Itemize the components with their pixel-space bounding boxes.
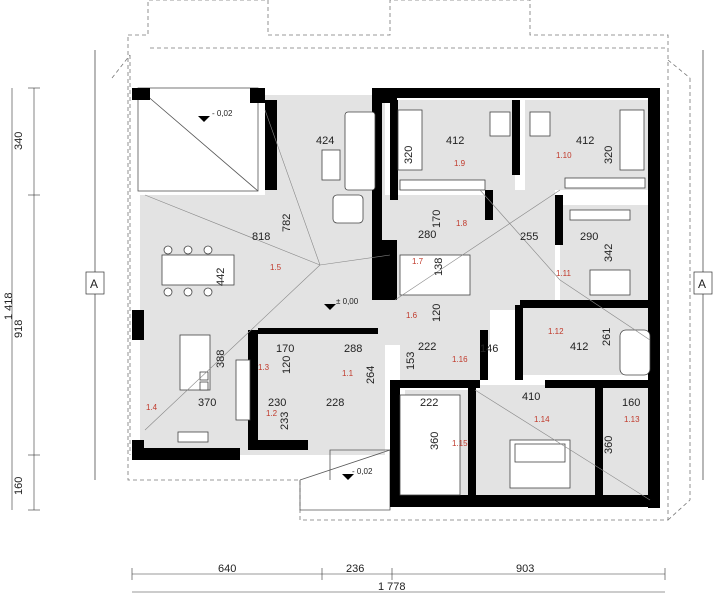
dim-230: 230 — [268, 397, 286, 409]
floor-fills — [140, 95, 655, 500]
room-1-5: 1.5 — [270, 263, 282, 272]
dim-120a: 120 — [431, 304, 443, 322]
dim-228: 228 — [326, 397, 344, 409]
dim-255: 255 — [520, 231, 538, 243]
dim-222b: 222 — [420, 397, 438, 409]
dim-412c: 412 — [570, 341, 588, 353]
hip-lines — [144, 109, 651, 501]
level-terrace: - 0,02 — [212, 109, 233, 118]
room-numbers: 1.1 1.2 1.3 1.4 1.5 1.6 1.7 1.8 1.9 1.10… — [146, 151, 640, 448]
room-1-13: 1.13 — [624, 415, 640, 424]
dim-360a: 360 — [429, 432, 441, 450]
level-main: ± 0,00 — [336, 297, 359, 306]
roof-outline — [111, 0, 691, 521]
dim-280: 280 — [418, 229, 436, 241]
dim-146: 146 — [480, 343, 498, 355]
bottom-dimensions — [131, 568, 666, 593]
dim-138: 138 — [433, 258, 445, 276]
furniture — [161, 109, 651, 496]
dim-233: 233 — [279, 412, 291, 430]
dim-342: 342 — [603, 244, 615, 262]
dim-290: 290 — [580, 231, 598, 243]
room-1-3: 1.3 — [258, 363, 270, 372]
section-label-right: A — [698, 277, 706, 291]
room-1-12: 1.12 — [548, 327, 564, 336]
room-1-7: 1.7 — [412, 257, 424, 266]
room-1-8: 1.8 — [456, 219, 468, 228]
bottom-dim-236: 236 — [346, 563, 364, 575]
dim-388: 388 — [215, 350, 227, 368]
dim-782: 782 — [281, 214, 293, 232]
left-dim-918: 918 — [13, 320, 25, 338]
room-1-1: 1.1 — [342, 369, 354, 378]
level-markers: - 0,02 ± 0,00 - 0,02 — [198, 109, 373, 480]
room-1-15: 1.15 — [452, 439, 468, 448]
dim-264: 264 — [365, 366, 377, 384]
dim-818: 818 — [252, 231, 270, 243]
section-marker-left: A — [85, 50, 105, 480]
dim-160: 160 — [622, 397, 640, 409]
left-dimensions — [11, 87, 40, 511]
dim-222a: 222 — [418, 341, 436, 353]
dim-320b: 320 — [603, 146, 615, 164]
dim-412a: 412 — [446, 135, 464, 147]
left-dim-340: 340 — [13, 132, 25, 150]
room-1-9: 1.9 — [454, 159, 466, 168]
dim-442: 442 — [215, 268, 227, 286]
dim-412b: 412 — [576, 135, 594, 147]
left-dim-160: 160 — [13, 477, 25, 495]
dim-410: 410 — [522, 391, 540, 403]
dim-170a: 170 — [431, 210, 443, 228]
section-marker-right: A — [693, 50, 713, 480]
inner-dimensions: 424 412 412 320 320 170 280 255 290 342 … — [198, 135, 640, 454]
room-1-14: 1.14 — [534, 415, 550, 424]
section-label-left: A — [90, 277, 98, 291]
bottom-dim-total: 1 778 — [378, 581, 406, 593]
dim-120b: 120 — [281, 356, 293, 374]
walls — [132, 88, 660, 508]
room-1-16: 1.16 — [452, 355, 468, 364]
room-1-2: 1.2 — [266, 409, 278, 418]
room-1-10: 1.10 — [556, 151, 572, 160]
room-1-11: 1.11 — [556, 269, 572, 278]
dim-370: 370 — [198, 397, 216, 409]
dim-153: 153 — [405, 352, 417, 370]
left-dim-total: 1 418 — [3, 292, 15, 320]
dim-360b: 360 — [603, 436, 615, 454]
bottom-dim-903: 903 — [516, 563, 534, 575]
bottom-dim-640: 640 — [218, 563, 236, 575]
dim-424: 424 — [316, 135, 334, 147]
dim-170b: 170 — [276, 343, 294, 355]
dim-261: 261 — [601, 328, 613, 346]
dim-288: 288 — [344, 343, 362, 355]
level-entry: - 0,02 — [352, 467, 373, 476]
dim-320a: 320 — [403, 146, 415, 164]
room-1-4: 1.4 — [146, 403, 158, 412]
room-1-6: 1.6 — [406, 311, 418, 320]
